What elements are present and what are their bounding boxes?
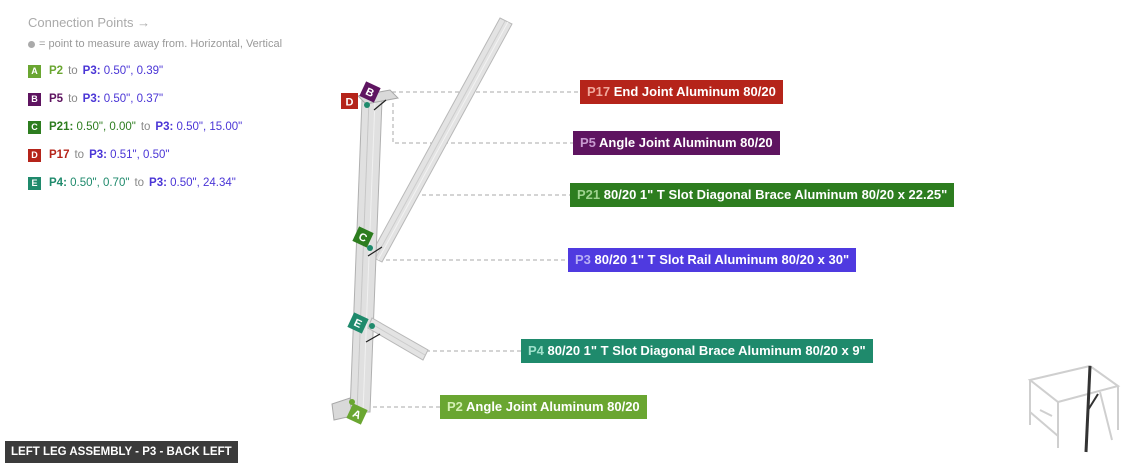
connection-from-part: P2 (49, 65, 64, 77)
diagonal-brace-p4 (367, 317, 429, 361)
connection-to-label: to (68, 65, 78, 77)
connection-to-part: P3: (89, 149, 107, 161)
assembly-thumbnail-highlight (1084, 365, 1099, 453)
connection-badge-d: D (28, 148, 41, 162)
connection-from-coords: 0.50", 0.70" (70, 177, 130, 189)
connection-to-label: to (134, 177, 145, 189)
callout-part-name: 80/20 1" T Slot Diagonal Brace Aluminum … (603, 187, 948, 202)
connection-from-part: P4: (49, 177, 67, 189)
arrow-icon (367, 246, 383, 257)
connection-to-coords: 0.50", 0.37" (103, 93, 164, 105)
legend-note-text: = point to measure away from. Horizontal… (39, 38, 283, 50)
connection-to-label: to (68, 93, 78, 105)
callout-part-id: P3 (575, 252, 591, 267)
callout-part-id: P4 (528, 343, 544, 358)
connection-from-part: P5 (49, 93, 64, 105)
measure-dot-icon (364, 102, 370, 108)
measure-dot-icon (367, 245, 373, 251)
callout-part-name: Angle Joint Aluminum 80/20 (466, 399, 640, 414)
legend-note: = point to measure away from. Horizontal… (28, 38, 328, 50)
measure-dot-icon (369, 323, 375, 329)
connection-from-part: P21: (49, 121, 74, 133)
marker-e: E (347, 312, 369, 334)
callout-part-name: Angle Joint Aluminum 80/20 (599, 135, 773, 150)
connection-from-part: P17 (49, 149, 70, 161)
callout-p3: P3 80/20 1" T Slot Rail Aluminum 80/20 x… (568, 248, 857, 272)
connection-to-coords: 0.50", 24.34" (170, 177, 236, 189)
callout-p5: P5 Angle Joint Aluminum 80/20 (573, 131, 780, 155)
measure-dot-icon (349, 399, 355, 405)
callout-part-name: End Joint Aluminum 80/20 (613, 84, 776, 99)
marker-a: A (346, 403, 368, 425)
assembly-title: LEFT LEG ASSEMBLY - P3 - BACK LEFT (5, 441, 238, 463)
arrow-icon (373, 99, 387, 111)
connection-row-c: C P21: 0.50", 0.00" to P3: 0.50", 15.00" (28, 120, 328, 134)
end-joint-p17 (356, 89, 400, 105)
connection-to-part: P3: (82, 93, 101, 105)
connection-points-legend: Connection Points → = point to measure a… (28, 15, 328, 204)
connection-row-e: E P4: 0.50", 0.70" to P3: 0.50", 24.34" (28, 176, 328, 190)
connection-to-part: P3: (82, 65, 101, 77)
arrow-icon (365, 333, 381, 343)
callout-part-id: P21 (577, 187, 601, 202)
leader-line-p5 (392, 103, 573, 144)
callout-p4: P4 80/20 1" T Slot Diagonal Brace Alumin… (521, 339, 873, 363)
callout-part-id: P2 (447, 399, 463, 414)
callout-p2: P2 Angle Joint Aluminum 80/20 (440, 395, 647, 419)
measure-points (349, 99, 387, 405)
marker-e-label: E (352, 317, 364, 331)
callout-p21: P21 80/20 1" T Slot Diagonal Brace Alumi… (570, 183, 955, 207)
diagonal-brace-p21 (369, 17, 513, 263)
connection-row-d: D P17 to P3: 0.51", 0.50" (28, 148, 328, 162)
callout-part-id: P5 (580, 135, 596, 150)
connection-badge-e: E (28, 176, 41, 190)
callout-part-name: 80/20 1" T Slot Rail Aluminum 80/20 x 30… (594, 252, 850, 267)
marker-d: D (341, 93, 358, 109)
assembly-thumbnail (1027, 364, 1121, 448)
connection-to-label: to (74, 149, 85, 161)
connection-badge-a: A (28, 64, 41, 78)
connection-from-coords: 0.50", 0.00" (76, 121, 136, 133)
callout-part-id: P17 (587, 84, 611, 99)
marker-b: B (359, 81, 381, 103)
connection-to-coords: 0.51", 0.50" (110, 149, 170, 161)
connection-row-a: A P2 to P3: 0.50", 0.39" (28, 64, 328, 78)
measure-point-dot-icon (28, 40, 35, 48)
marker-c: C (352, 226, 374, 248)
callout-part-name: 80/20 1" T Slot Diagonal Brace Aluminum … (547, 343, 866, 358)
marker-d-label: D (346, 97, 354, 109)
callout-p17: P17 End Joint Aluminum 80/20 (580, 80, 783, 104)
connection-to-part: P3: (149, 177, 167, 189)
connection-badge-c: C (28, 120, 41, 134)
connection-to-coords: 0.50", 0.39" (103, 65, 164, 77)
connection-badge-b: B (28, 92, 41, 106)
connection-row-b: B P5 to P3: 0.50", 0.37" (28, 92, 328, 106)
legend-title: Connection Points → (28, 15, 151, 30)
connection-to-part: P3: (155, 121, 174, 133)
connection-to-coords: 0.50", 15.00" (176, 121, 243, 133)
connection-to-label: to (140, 121, 151, 133)
